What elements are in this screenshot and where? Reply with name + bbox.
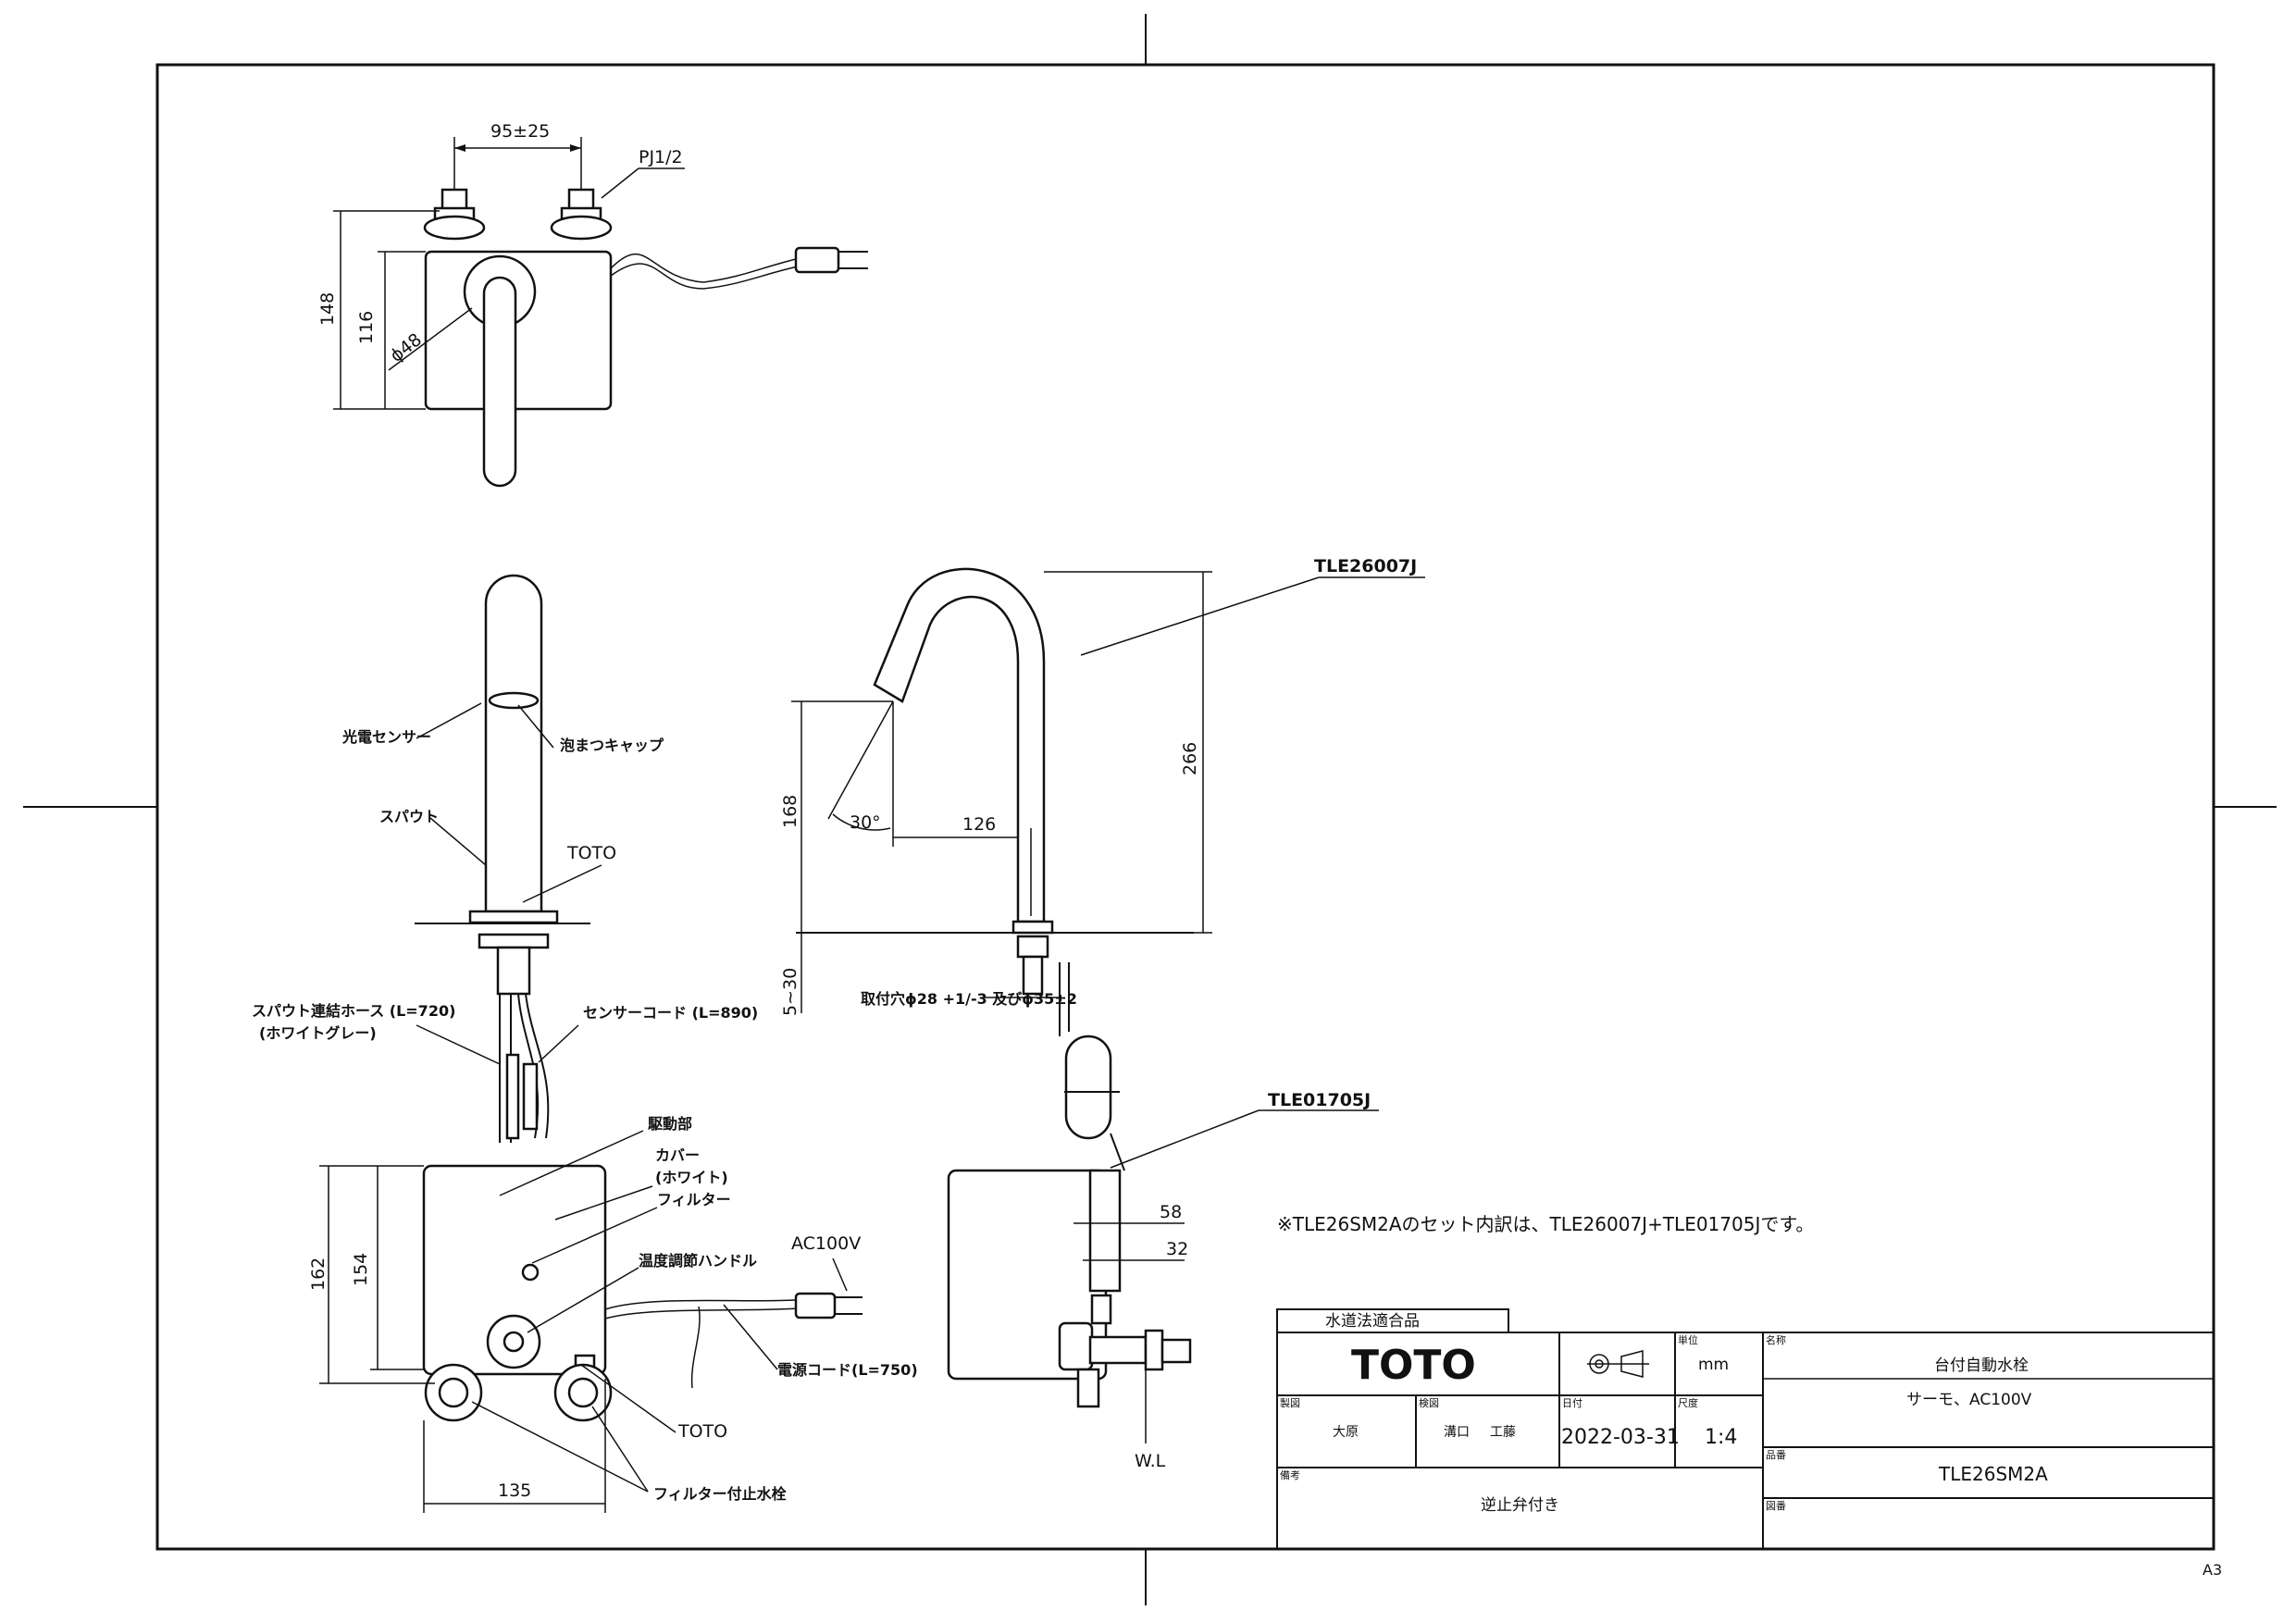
part-control-unit: TLE01705J (1268, 1090, 1371, 1110)
tb-checked-value-2: 工藤 (1490, 1425, 1516, 1440)
label-temp-handle: 温度調節ハンドル (638, 1252, 757, 1270)
tb-unit-label: 単位 (1678, 1333, 1698, 1346)
label-sensor-cord: センサーコード (L=890) (583, 1004, 758, 1022)
dim-unit-height-total: 162 (308, 1258, 329, 1291)
label-cover-color: (ホワイト) (655, 1169, 728, 1186)
tb-logo: TOTO (1351, 1342, 1476, 1389)
tb-scale-value: 1:4 (1705, 1426, 1737, 1449)
dim-counter-thickness: 5~30 (780, 968, 800, 1016)
dim-top-height-body: 116 (356, 311, 377, 344)
label-toto-spout: TOTO (566, 843, 616, 863)
label-filter-valve: フィルター付止水栓 (653, 1485, 788, 1503)
dim-unit-offset: 32 (1166, 1239, 1188, 1259)
dim-unit-height-body: 154 (351, 1253, 371, 1286)
dim-unit-width: 135 (498, 1481, 531, 1501)
label-spout: スパウト (379, 808, 439, 825)
tb-model-label: 品番 (1766, 1449, 1786, 1461)
label-photo-sensor: 光電センサー (341, 728, 431, 746)
tb-remarks-value: 逆止弁付き (1481, 1496, 1559, 1515)
part-faucet: TLE26007J (1314, 556, 1417, 576)
label-spout-hose: スパウト連結ホース (L=720) (252, 1002, 455, 1020)
label-power-voltage: AC100V (791, 1233, 861, 1254)
projection-symbol-icon (1587, 1350, 1649, 1378)
dim-top-height-total: 148 (317, 292, 338, 326)
dim-top-width: 95±25 (490, 121, 550, 142)
dim-sensor-angle: 30° (850, 812, 881, 833)
label-spout-hose-color: (ホワイトグレー) (259, 1024, 377, 1042)
label-toto-unit: TOTO (677, 1421, 727, 1442)
front-view: 光電センサー 泡まつキャップ スパウト TOTO スパウト連結ホース (L=72… (252, 574, 918, 1513)
thread-label: PJ1/2 (639, 147, 683, 167)
label-filter: フィルター (657, 1191, 731, 1208)
tb-scale-label: 尺度 (1678, 1396, 1698, 1409)
label-power-cord: 電源コード(L=750) (777, 1361, 918, 1379)
tb-certification: 水道法適合品 (1325, 1312, 1420, 1331)
tb-checked-value-1: 溝口 (1444, 1425, 1470, 1440)
tb-drawn-value: 大原 (1333, 1425, 1359, 1440)
tb-name-label: 名称 (1766, 1333, 1786, 1346)
label-drive-unit: 駆動部 (648, 1115, 692, 1133)
dim-mount-hole: 取付穴ϕ28 +1/-3 及びϕ35±2 (861, 990, 1077, 1008)
dim-spout-height: 266 (1180, 742, 1200, 775)
label-wl: W.L (1135, 1451, 1166, 1471)
title-block: 水道法適合品 TOTO 単位 mm 名称 台付自動水栓 サーモ、AC100V 製… (1276, 1308, 2215, 1550)
tb-name-value: 台付自動水栓 (1934, 1357, 2029, 1375)
side-view: W.L 266 168 30° 126 5~30 取付穴ϕ28 +1/-3 及び… (780, 556, 1425, 1471)
dim-spout-diameter: ϕ48 (387, 329, 426, 366)
tb-subtitle: サーモ、AC100V (1906, 1391, 2032, 1409)
tb-unit-value: mm (1698, 1356, 1729, 1374)
set-note: ※TLE26SM2Aのセット内訳は、TLE26007J+TLE01705Jです。 (1277, 1213, 1814, 1235)
tb-drawn-label: 製図 (1280, 1396, 1300, 1409)
tb-remarks-label: 備考 (1280, 1469, 1300, 1481)
label-cover: カバー (655, 1146, 700, 1164)
tb-date-label: 日付 (1562, 1397, 1582, 1409)
tb-model-value: TLE26SM2A (1938, 1463, 2048, 1485)
dim-unit-depth: 58 (1160, 1202, 1182, 1222)
dim-sensor-height: 168 (780, 795, 800, 828)
top-view: 95±25 PJ1/2 148 116 ϕ48 (317, 121, 868, 488)
tb-date-value: 2022-03-31 (1561, 1426, 1680, 1449)
dim-spout-reach: 126 (962, 814, 996, 835)
tb-checked-label: 検図 (1419, 1396, 1439, 1409)
tb-drawing-no-label: 図番 (1766, 1500, 1786, 1512)
label-aerator-cap: 泡まつキャップ (560, 737, 664, 754)
sheet-size: A3 (2203, 1561, 2222, 1579)
